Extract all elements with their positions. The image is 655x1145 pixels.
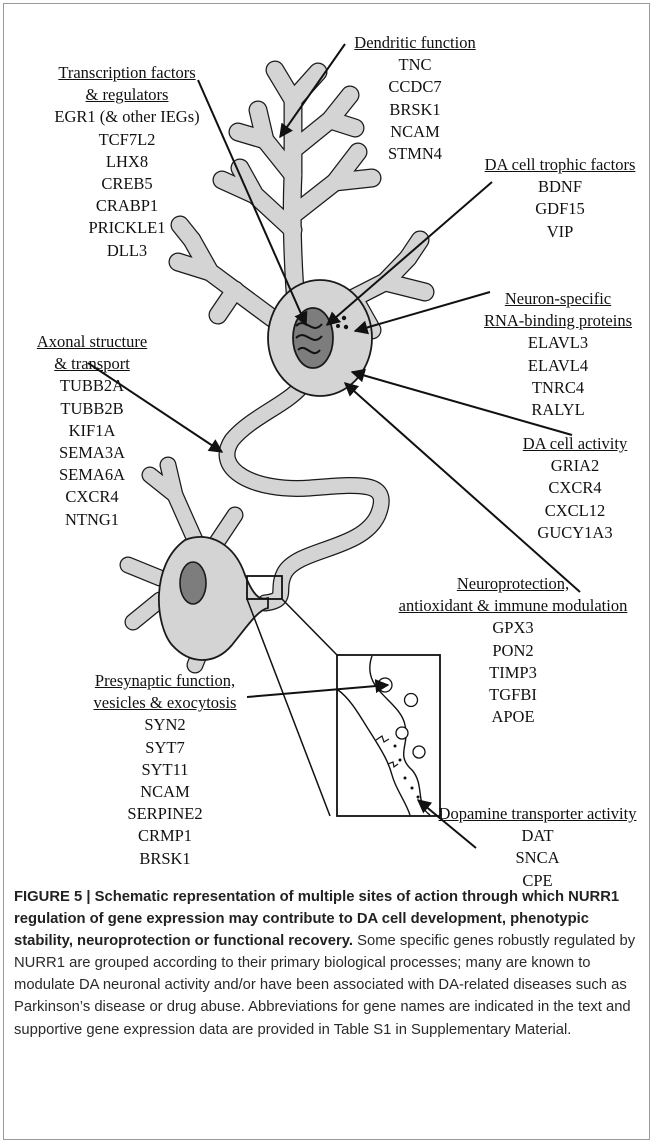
group-heading: Axonal structure: [12, 331, 172, 353]
group-heading: Dendritic function: [330, 32, 500, 54]
group-heading: & regulators: [22, 84, 232, 106]
gene-label: DAT: [425, 825, 650, 847]
gene-label: TIMP3: [376, 662, 650, 684]
gene-label: ELAVL4: [468, 355, 648, 377]
granule: [342, 316, 346, 320]
gene-label: KIF1A: [12, 420, 172, 442]
group-dopamine-transporter: Dopamine transporter activity DAT SNCA C…: [425, 803, 650, 892]
gene-label: ELAVL3: [468, 332, 648, 354]
granule: [344, 325, 348, 329]
group-heading: DA cell activity: [505, 433, 645, 455]
group-presynaptic-function: Presynaptic function, vesicles & exocyto…: [70, 670, 260, 870]
group-transcription-factors: Transcription factors & regulators EGR1 …: [22, 62, 232, 262]
gene-label: SNCA: [425, 847, 650, 869]
group-heading: Neuroprotection,: [376, 573, 650, 595]
gene-label: SEMA6A: [12, 464, 172, 486]
group-heading: & transport: [12, 353, 172, 375]
gene-label: BRSK1: [330, 99, 500, 121]
group-heading: Dopamine transporter activity: [425, 803, 650, 825]
second-nucleus: [180, 562, 206, 604]
gene-label: PRICKLE1: [22, 217, 232, 239]
gene-label: CRMP1: [70, 825, 260, 847]
gene-label: SYT11: [70, 759, 260, 781]
gene-label: VIP: [465, 221, 655, 243]
gene-label: NCAM: [330, 121, 500, 143]
gene-label: GDF15: [465, 198, 655, 220]
gene-label: NTNG1: [12, 509, 172, 531]
gene-label: TGFBI: [376, 684, 650, 706]
gene-label: SERPINE2: [70, 803, 260, 825]
gene-label: TNRC4: [468, 377, 648, 399]
granule: [336, 324, 340, 328]
gene-label: BDNF: [465, 176, 655, 198]
group-neuroprotection: Neuroprotection, antioxidant & immune mo…: [376, 573, 650, 728]
figure-caption: FIGURE 5 | Schematic representation of m…: [14, 886, 642, 1041]
group-rna-binding: Neuron-specific RNA-binding proteins ELA…: [468, 288, 648, 421]
group-heading: antioxidant & immune modulation: [376, 595, 650, 617]
gene-label: CRABP1: [22, 195, 232, 217]
gene-label: RALYL: [468, 399, 648, 421]
gene-label: CCDC7: [330, 76, 500, 98]
gene-label: BRSK1: [70, 848, 260, 870]
gene-label: CXCR4: [505, 477, 645, 499]
gene-label: TUBB2B: [12, 398, 172, 420]
gene-label: GUCY1A3: [505, 522, 645, 544]
gene-label: GRIA2: [505, 455, 645, 477]
group-heading: RNA-binding proteins: [468, 310, 648, 332]
neuron-diagram: Dendritic function TNC CCDC7 BRSK1 NCAM …: [0, 0, 655, 880]
gene-label: CREB5: [22, 173, 232, 195]
gene-label: SYN2: [70, 714, 260, 736]
group-da-cell-activity: DA cell activity GRIA2 CXCR4 CXCL12 GUCY…: [505, 433, 645, 544]
gene-label: DLL3: [22, 240, 232, 262]
group-dendritic-function: Dendritic function TNC CCDC7 BRSK1 NCAM …: [330, 32, 500, 165]
gene-label: SYT7: [70, 737, 260, 759]
gene-label: PON2: [376, 640, 650, 662]
group-heading: vesicles & exocytosis: [70, 692, 260, 714]
gene-label: TCF7L2: [22, 129, 232, 151]
gene-label: GPX3: [376, 617, 650, 639]
gene-label: SEMA3A: [12, 442, 172, 464]
gene-label: NCAM: [70, 781, 260, 803]
gene-label: APOE: [376, 706, 650, 728]
group-axonal-structure: Axonal structure & transport TUBB2A TUBB…: [12, 331, 172, 531]
gene-label: LHX8: [22, 151, 232, 173]
group-heading: Transcription factors: [22, 62, 232, 84]
group-trophic-factors: DA cell trophic factors BDNF GDF15 VIP: [465, 154, 655, 243]
gene-label: EGR1 (& other IEGs): [22, 106, 232, 128]
group-heading: DA cell trophic factors: [465, 154, 655, 176]
gene-label: CXCR4: [12, 486, 172, 508]
gene-label: TNC: [330, 54, 500, 76]
gene-label: CXCL12: [505, 500, 645, 522]
axon: [227, 388, 381, 603]
group-heading: Neuron-specific: [468, 288, 648, 310]
gene-label: TUBB2A: [12, 375, 172, 397]
zoom-line: [282, 599, 337, 655]
group-heading: Presynaptic function,: [70, 670, 260, 692]
nucleus: [293, 308, 333, 368]
